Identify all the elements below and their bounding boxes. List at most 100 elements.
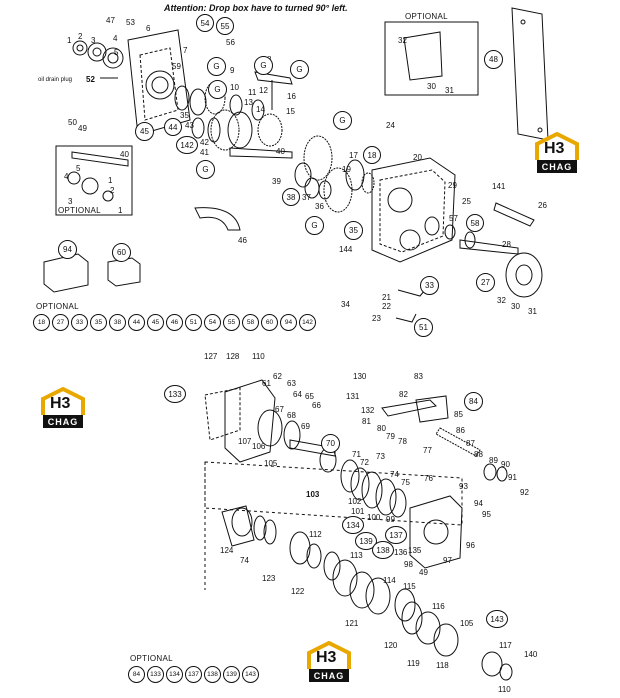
optional-item: 94 [280, 314, 297, 331]
optional-item: 44 [128, 314, 145, 331]
part-label-59: 59 [172, 62, 181, 71]
part-label-22: 22 [382, 302, 391, 311]
part-label-75: 75 [401, 478, 410, 487]
part-label-101: 101 [351, 507, 365, 516]
part-label-68: 68 [287, 411, 296, 420]
part-circle-138: 138 [372, 541, 394, 559]
logo-word: CHAG [537, 160, 577, 173]
brand-logo: H3 CHAG [40, 387, 86, 431]
part-label-31: 31 [528, 307, 537, 316]
part-circle-94: 94 [58, 240, 77, 259]
part-label-102: 102 [348, 497, 362, 506]
part-label-119: 119 [407, 659, 420, 668]
top-optional-list: 18 27 33 35 38 44 45 46 51 54 55 58 60 9… [33, 314, 316, 331]
part-label-115: 115 [403, 582, 416, 591]
optional-item: 51 [185, 314, 202, 331]
part-label-103: 103 [306, 490, 320, 499]
part-circle-133: 133 [164, 385, 186, 403]
part-label-62: 62 [273, 372, 282, 381]
part-label-29: 29 [448, 181, 457, 190]
part-label-52: 52 [86, 75, 95, 84]
part-label-116: 116 [432, 602, 445, 611]
inset-label-1: 1 [108, 176, 113, 185]
part-label-30: 30 [511, 302, 520, 311]
part-circle-54: 54 [196, 14, 214, 32]
optional-item: 60 [261, 314, 278, 331]
gear-circle-g5: G [196, 160, 215, 179]
part-circle-51: 51 [414, 318, 433, 337]
part-label-74-bottom: 74 [240, 556, 249, 565]
part-label-31-optional: 31 [445, 86, 454, 95]
part-label-99: 99 [386, 515, 395, 524]
part-label-87: 87 [466, 439, 475, 448]
part-label-35: 35 [180, 111, 189, 120]
part-label-144: 144 [339, 245, 353, 254]
part-circle-137: 137 [385, 526, 407, 544]
optional-item: 138 [204, 666, 221, 683]
inset-label-4: 4 [64, 172, 69, 181]
logo-word: CHAG [43, 415, 83, 428]
part-label-14: 14 [256, 105, 265, 114]
part-label-78: 78 [398, 437, 407, 446]
inset-label-1b: 1 [118, 206, 123, 215]
part-label-110: 110 [252, 352, 265, 361]
part-label-34: 34 [341, 300, 350, 309]
part-label-140: 140 [524, 650, 538, 659]
gear-circle-g4: G [208, 80, 227, 99]
inset-label-3: 3 [68, 197, 73, 206]
front-housing [127, 29, 191, 136]
part-label-25: 25 [462, 197, 471, 206]
optional-item: 58 [242, 314, 259, 331]
optional-item: 54 [204, 314, 221, 331]
part-circle-18: 18 [363, 146, 381, 164]
gear-circle-g1: G [207, 57, 226, 76]
part-label-120: 120 [384, 641, 398, 650]
part-circle-143: 143 [486, 610, 508, 628]
part-label-3: 3 [91, 36, 96, 45]
part-label-67: 67 [275, 405, 284, 414]
part-circle-35: 35 [344, 221, 363, 240]
optional-item: 55 [223, 314, 240, 331]
upper-optional-label: OPTIONAL [405, 12, 448, 21]
inset-optional-label: OPTIONAL [58, 206, 101, 215]
part-label-73: 73 [376, 452, 385, 461]
optional-item: 18 [33, 314, 50, 331]
part-label-20: 20 [413, 153, 422, 162]
part-label-28: 28 [502, 240, 511, 249]
inset-label-5: 5 [76, 164, 81, 173]
oil-drain-plug-label: oil drain plug [38, 77, 73, 83]
part-label-83: 83 [414, 372, 423, 381]
part-label-106: 106 [252, 442, 266, 451]
part-label-30-optional: 30 [427, 82, 436, 91]
part-label-2: 2 [78, 32, 83, 41]
logo-mark: H3 [316, 649, 337, 666]
part-label-95: 95 [482, 510, 491, 519]
part-label-117: 117 [499, 641, 512, 650]
part-label-49: 49 [78, 124, 87, 133]
part-label-42: 42 [200, 138, 209, 147]
part-circle-48: 48 [484, 50, 503, 69]
part-label-80: 80 [377, 424, 386, 433]
part-label-47: 47 [106, 16, 115, 25]
part-label-40: 40 [276, 147, 285, 156]
part-label-110-bottom: 110 [498, 685, 511, 694]
part-label-122: 122 [291, 587, 305, 596]
optional-item: 143 [242, 666, 259, 683]
part-label-43: 43 [185, 121, 194, 130]
part-label-37: 37 [302, 193, 311, 202]
part-label-86: 86 [456, 426, 465, 435]
part-label-24: 24 [386, 121, 395, 130]
gear-circle-g7: G [254, 56, 273, 75]
part-label-90: 90 [501, 460, 510, 469]
part-label-88: 88 [474, 450, 483, 459]
part-label-12: 12 [259, 86, 268, 95]
gear-circle-g3: G [333, 111, 352, 130]
part-label-97: 97 [443, 556, 452, 565]
part-label-66: 66 [312, 401, 321, 410]
part-label-132: 132 [361, 406, 375, 415]
part-circle-55: 55 [216, 17, 234, 35]
part-label-41: 41 [200, 148, 209, 157]
part-label-93: 93 [459, 482, 468, 491]
part-circle-60: 60 [112, 243, 131, 262]
